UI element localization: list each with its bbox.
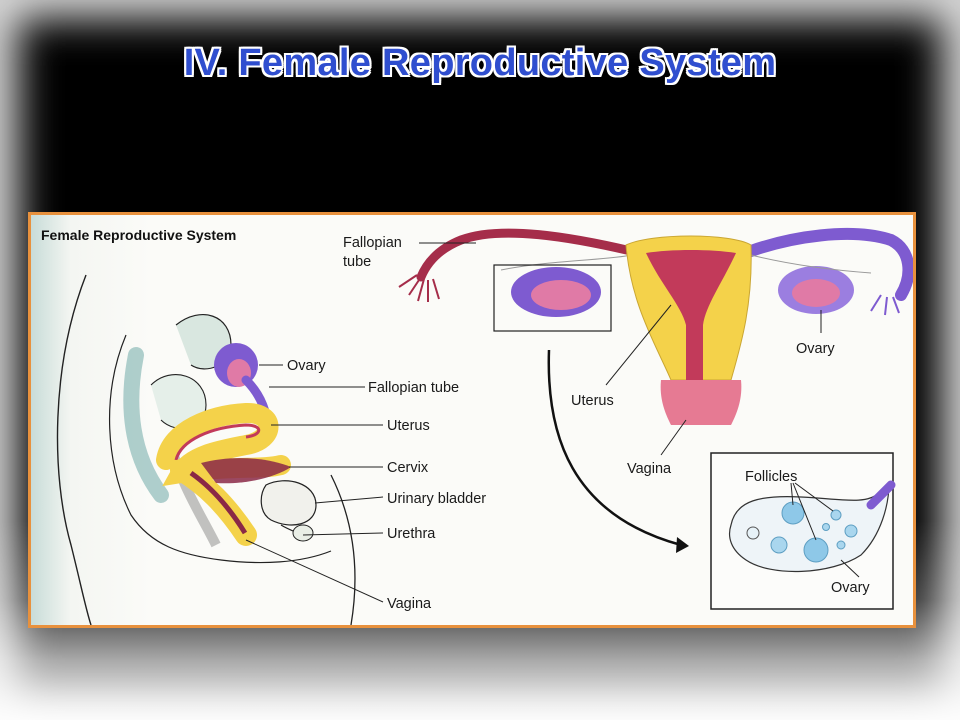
corpus-albicans <box>746 526 760 540</box>
pubic-bone <box>292 524 314 542</box>
follicle-3 <box>770 536 788 554</box>
cervical-canal-frontal <box>686 325 703 380</box>
label-urethra-sagittal: Urethra <box>387 526 436 542</box>
broad-ligament <box>500 254 872 274</box>
fallopian-tube-left <box>416 228 636 282</box>
diagram-heading: Female Reproductive System <box>41 227 236 243</box>
follicle-2 <box>803 537 829 563</box>
leader-follicles-1 <box>790 482 794 506</box>
fallopian-tube-right <box>745 227 913 301</box>
body-outline-inner <box>109 334 222 561</box>
body-outline-front <box>330 474 356 625</box>
follicle-7 <box>822 523 830 531</box>
ovary-left-inner <box>531 280 591 310</box>
follicle-6 <box>836 540 846 550</box>
ovary-highlight-box <box>493 264 612 332</box>
cervix-sagittal <box>201 458 291 484</box>
label-ovary-frontal: Ovary <box>796 341 835 357</box>
label-fallopian-tube-sagittal: Fallopian tube <box>368 380 459 396</box>
anatomy-diagram: Female Reproductive System <box>41 227 913 625</box>
body-outline-back <box>56 274 92 625</box>
inset-ligament <box>866 480 896 510</box>
slide-title: IV. Female Reproductive System <box>183 42 777 84</box>
label-ovary-inset: Ovary <box>831 580 870 596</box>
label-ovary-sagittal: Ovary <box>287 358 326 374</box>
label-uterus-sagittal: Uterus <box>387 418 430 434</box>
label-fallopian-frontal-2: tube <box>343 254 371 270</box>
fimbriae-right <box>870 294 900 316</box>
leader-urethra <box>302 532 384 536</box>
leader-follicles-3 <box>794 482 834 512</box>
uterine-cavity-frontal <box>646 250 736 325</box>
uterus-cavity-sagittal <box>174 423 261 461</box>
frontal-view: Fallopian tube Ovary Uterus Vagina <box>343 227 913 553</box>
label-uterus-frontal: Uterus <box>571 393 614 409</box>
ovary-inset: Follicles Ovary <box>710 452 896 610</box>
follicle-1 <box>781 501 805 525</box>
leader-vagina <box>245 539 384 603</box>
perineum-outline <box>220 550 332 564</box>
leader-uterus-frontal <box>605 304 672 386</box>
sagittal-view: Ovary Fallopian tube Uterus Cervix Urina… <box>56 274 486 625</box>
zoom-arrow <box>547 349 682 547</box>
leader-urinary-bladder <box>314 496 384 504</box>
label-urinary-bladder-sagittal: Urinary bladder <box>387 491 486 507</box>
leader-follicles-2 <box>792 482 817 541</box>
label-vagina-frontal: Vagina <box>627 461 672 477</box>
zoom-arrow-head <box>676 537 689 553</box>
vagina-frontal <box>660 380 742 425</box>
label-follicles: Follicles <box>745 469 797 485</box>
label-fallopian-frontal-1: Fallopian <box>343 235 402 251</box>
ovary-cross-section <box>728 481 890 573</box>
ovary-right-inner <box>792 279 840 307</box>
leader-ovary-inset <box>840 559 860 578</box>
diagram-panel: Female Reproductive System <box>28 212 916 628</box>
sacrum <box>123 347 169 503</box>
follicle-4 <box>830 509 842 521</box>
vaginal-canal-sagittal <box>189 470 248 535</box>
urinary-bladder-sagittal <box>260 480 317 526</box>
label-cervix-sagittal: Cervix <box>387 460 429 476</box>
leader-vagina-frontal <box>660 419 687 456</box>
fimbriae-left <box>398 274 440 302</box>
label-vagina-sagittal: Vagina <box>387 596 432 612</box>
follicle-5 <box>844 524 858 538</box>
